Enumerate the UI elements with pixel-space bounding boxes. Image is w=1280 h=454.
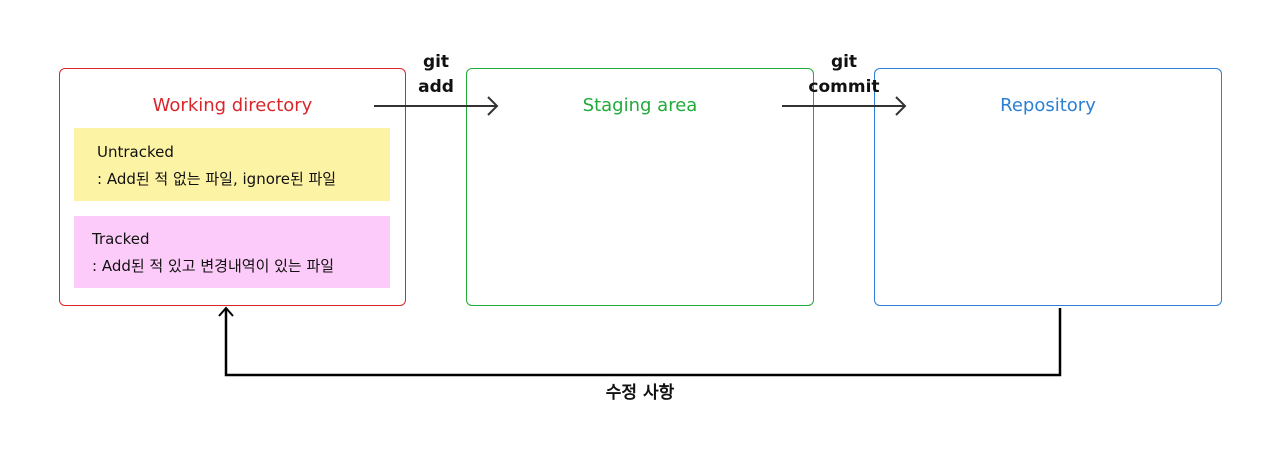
untracked-title: Untracked xyxy=(97,143,174,161)
git-add-label-line1: git xyxy=(422,52,450,72)
tracked-description: : Add된 적 있고 변경내역이 있는 파일 xyxy=(92,257,335,275)
return-arrow xyxy=(218,306,1062,377)
git-add-label: git add xyxy=(400,50,472,100)
untracked-note: Untracked : Add된 적 없는 파일, ignore된 파일 xyxy=(74,128,390,201)
git-commit-label-line2: commit xyxy=(808,77,880,97)
repository-box: Repository xyxy=(874,68,1222,306)
repository-title: Repository xyxy=(1000,95,1096,116)
git-add-label-line2: add xyxy=(418,77,454,97)
git-commit-label: git commit xyxy=(800,50,888,100)
git-commit-label-line1: git xyxy=(830,52,858,72)
staging-area-title: Staging area xyxy=(582,95,698,116)
tracked-title: Tracked xyxy=(92,230,150,248)
working-directory-title: Working directory xyxy=(152,95,313,116)
return-label: 수정 사항 xyxy=(605,383,675,403)
tracked-note: Tracked : Add된 적 있고 변경내역이 있는 파일 xyxy=(74,216,390,288)
untracked-description: : Add된 적 없는 파일, ignore된 파일 xyxy=(97,170,337,188)
staging-area-box: Staging area xyxy=(466,68,814,306)
